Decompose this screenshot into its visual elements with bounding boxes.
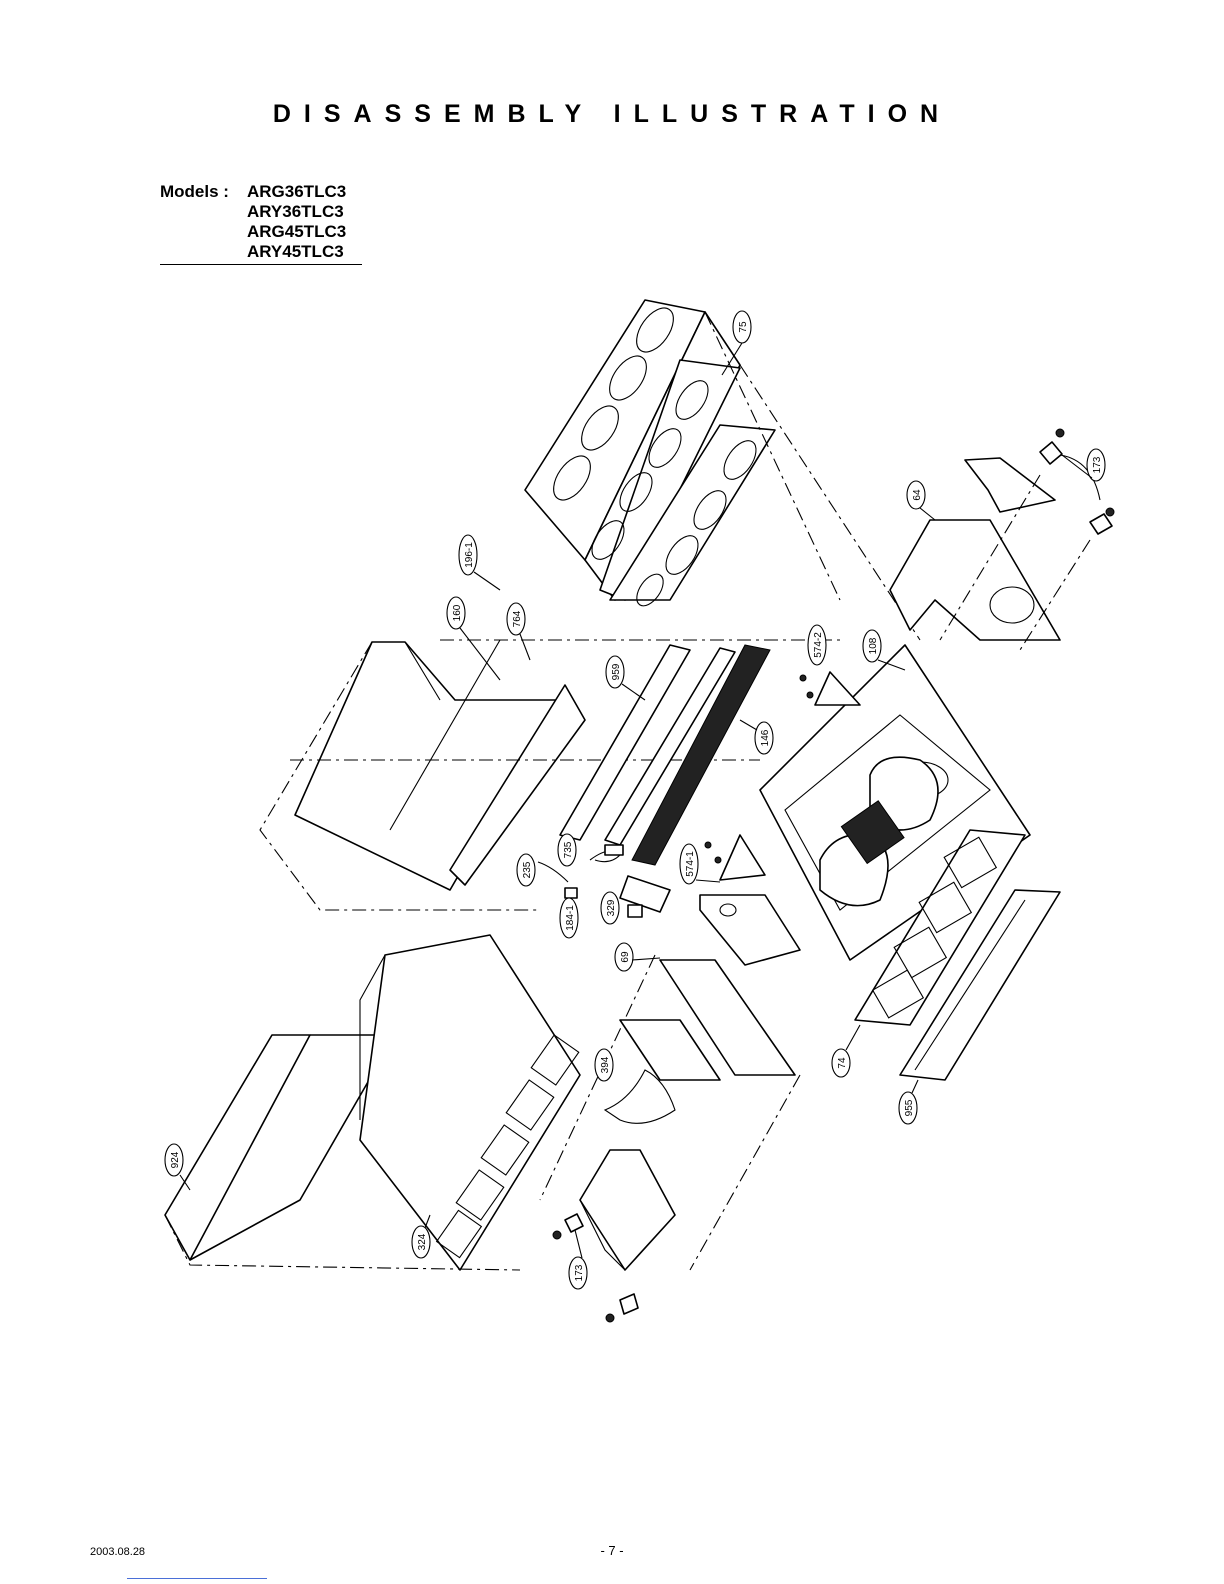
holder-184-1 (565, 888, 577, 898)
svg-text:324: 324 (417, 1233, 428, 1250)
svg-text:160: 160 (452, 604, 463, 621)
callout-75: 75 (733, 311, 751, 343)
bracket-574-2 (800, 672, 860, 705)
callout-735: 735 (558, 834, 576, 866)
svg-text:173: 173 (1092, 456, 1103, 473)
callout-173-bottom: 173 (569, 1257, 587, 1289)
page-number: - 7 - (0, 1543, 1224, 1558)
terminal-329 (620, 876, 670, 917)
svg-text:69: 69 (620, 951, 631, 963)
callout-108: 108 (863, 630, 881, 662)
svg-text:74: 74 (837, 1057, 848, 1069)
svg-text:108: 108 (868, 637, 879, 654)
sensor-735 (590, 845, 623, 862)
callout-394: 394 (595, 1049, 613, 1081)
callout-959: 959 (606, 656, 624, 688)
callout-955: 955 (899, 1092, 917, 1124)
callout-160: 160 (447, 597, 465, 629)
callout-74: 74 (832, 1049, 850, 1077)
bracket-173-top (1040, 429, 1114, 534)
svg-text:574-1: 574-1 (685, 851, 696, 877)
footer-rule (127, 1578, 267, 1579)
callout-324: 324 (412, 1226, 430, 1258)
callout-146: 146 (755, 722, 773, 754)
svg-text:735: 735 (563, 841, 574, 858)
svg-text:196-1: 196-1 (464, 542, 475, 568)
callout-64: 64 (907, 481, 925, 509)
svg-text:924: 924 (170, 1151, 181, 1168)
callout-924: 924 (165, 1144, 183, 1176)
svg-text:173: 173 (574, 1264, 585, 1281)
svg-text:146: 146 (760, 729, 771, 746)
drain-box-bottom (580, 1150, 675, 1270)
clamp-394 (605, 1020, 720, 1123)
callout-329: 329 (601, 892, 619, 924)
svg-text:329: 329 (606, 899, 617, 916)
svg-text:764: 764 (512, 610, 523, 627)
svg-text:75: 75 (738, 321, 749, 333)
svg-text:64: 64 (912, 489, 923, 501)
casing-108 (760, 645, 1030, 960)
svg-text:955: 955 (904, 1099, 915, 1116)
callout-764: 764 (507, 603, 525, 635)
callout-196-1: 196-1 (459, 535, 477, 575)
cabinet-324 (360, 935, 580, 1270)
callout-574-1: 574-1 (680, 844, 698, 884)
callout-184-1: 184-1 (560, 898, 578, 938)
svg-text:184-1: 184-1 (565, 905, 576, 931)
svg-text:394: 394 (600, 1056, 611, 1073)
bracket-574-1 (705, 835, 765, 880)
callout-235: 235 (517, 854, 535, 886)
svg-text:959: 959 (611, 663, 622, 680)
callout-574-2: 574-2 (808, 625, 826, 665)
svg-text:574-2: 574-2 (813, 632, 824, 658)
filter-box-75 (525, 300, 920, 640)
svg-text:235: 235 (522, 861, 533, 878)
callout-69: 69 (615, 943, 633, 971)
